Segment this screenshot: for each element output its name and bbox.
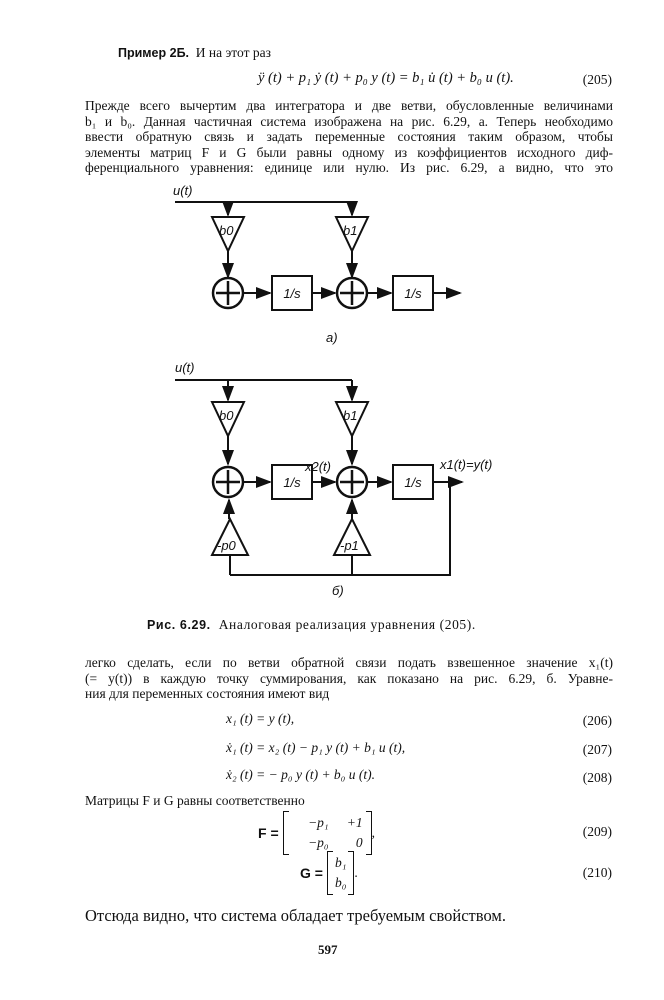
equation-number-205: (205)	[582, 72, 612, 87]
equation-207: ẋ₁ (t) = x₂ (t) − p₁ y (t) + b₁ u (t),	[226, 740, 406, 755]
feedback-p1-triangle	[332, 516, 372, 556]
text-line: (= y(t)) в каждую точку суммирования, ка…	[85, 670, 613, 686]
text-line: Прежде всего вычертим два интегратора и …	[85, 98, 613, 113]
matrix-f-label: F =	[258, 825, 279, 841]
figure-b-block-diagram: u(t) b0 b1 1/s 1/s x2(t) x1(t)=y(t) -p0 …	[175, 360, 492, 598]
equation-210: G = b₁ b₀ .	[300, 850, 358, 896]
equation-number-208: (208)	[582, 770, 612, 785]
gain-b0-label: b0	[219, 223, 234, 238]
feedback-p1-label: -p1	[340, 538, 359, 553]
page-number: 597	[318, 942, 338, 957]
figure-a-block-diagram: u(t) b0 b1 1/s 1/s a)	[173, 183, 462, 345]
matrix-g-label: G =	[300, 865, 323, 881]
paragraph-3: Матрицы F и G равны соответственно	[85, 793, 305, 808]
figure-b-label: б)	[332, 583, 344, 598]
text-line: ния для переменных состояния имеют вид	[85, 686, 330, 701]
matrix-cell: −p₁	[308, 815, 329, 830]
integrator-2-label: 1/s	[404, 286, 422, 301]
text-line: легко сделать, если по ветви обратной св…	[85, 655, 613, 670]
figure-caption: Рис. 6.29. Аналоговая реализация уравнен…	[147, 617, 476, 633]
gain-b1-label: b1	[343, 223, 357, 238]
output-label: x1(t)=y(t)	[439, 457, 492, 472]
equation-208: ẋ₂ (t) = − p₀ y (t) + b₀ u (t).	[226, 767, 375, 782]
paragraph-2: легко сделать, если по ветви обратной св…	[85, 655, 613, 702]
matrix-g: b₁ b₀	[333, 853, 348, 893]
state-x2-label: x2(t)	[304, 459, 331, 474]
integrator-1-label: 1/s	[283, 286, 301, 301]
paragraph-1: Прежде всего вычертим два интегратора и …	[85, 98, 613, 176]
gain-b1-triangle	[334, 216, 370, 254]
input-label: u(t)	[173, 183, 193, 198]
equation-number-209: (209)	[582, 824, 612, 839]
text-line: ввести обратную связь и задать переменны…	[85, 129, 613, 144]
figure-a-label: a)	[326, 330, 338, 345]
equation-209: F = −p₁ +1 −p₀ 0 ,	[258, 810, 375, 856]
matrix-cell: +1	[346, 815, 363, 830]
input-label: u(t)	[175, 360, 195, 375]
equation-number-207: (207)	[582, 742, 612, 757]
example-heading: Пример 2Б. И на этот раз	[118, 45, 271, 61]
gain-b0-triangle	[210, 216, 246, 254]
text-line: b₁ и b₀. Данная частичная система изобра…	[85, 113, 613, 129]
text-line: ференциального уравнения: единице или ну…	[85, 160, 613, 175]
equation-205: ÿ (t) + p₁ ẏ (t) + p₀ y (t) = b₁ u̇ (t) …	[258, 70, 514, 86]
example-intro: И на этот раз	[195, 45, 271, 60]
integrator-2-label: 1/s	[404, 475, 422, 490]
caption-label: Рис. 6.29.	[147, 618, 211, 632]
example-label: Пример 2Б.	[118, 46, 190, 60]
caption-text: Аналоговая реализация уравнения (205).	[218, 617, 476, 632]
gain-b0-label: b0	[219, 408, 234, 423]
punct: ,	[371, 825, 375, 840]
matrix-cell: b₀	[334, 875, 347, 890]
integrator-1-label: 1/s	[283, 475, 301, 490]
feedback-p0-label: -p0	[217, 538, 237, 553]
equation-number-206: (206)	[582, 713, 612, 728]
gain-b1-label: b1	[343, 408, 357, 423]
equation-number-210: (210)	[582, 865, 612, 880]
matrix-cell: 0	[355, 835, 363, 850]
punct: .	[354, 865, 358, 880]
matrix-f: −p₁ +1 −p₀ 0	[289, 813, 363, 853]
feedback-p0-triangle	[210, 516, 250, 556]
matrix-cell: b₁	[334, 855, 347, 870]
conclusion-text: Отсюда видно, что система обладает требу…	[85, 906, 506, 925]
equation-206: x₁ (t) = y (t),	[226, 711, 295, 726]
matrix-cell: −p₀	[308, 835, 329, 850]
text-line: элементы матриц F и G были равны одному …	[85, 144, 613, 160]
